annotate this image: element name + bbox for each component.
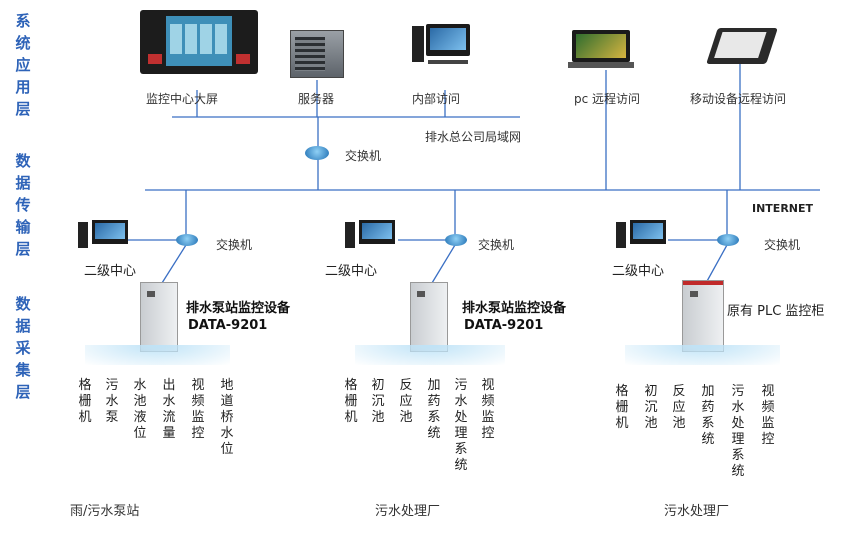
desktop-pc-icon: [410, 20, 474, 64]
station2-item: 视频监控: [481, 378, 495, 441]
station1-item: 水池液位: [133, 378, 147, 441]
station2-switch-label: 交换机: [478, 238, 515, 252]
station3-item: 视频监控: [761, 384, 775, 447]
station2-item: 初沉池: [371, 378, 385, 425]
lan-label: 排水总公司局域网: [425, 130, 522, 144]
station3-site-label: 污水处理厂: [664, 504, 730, 519]
station2-cabinet-icon: [410, 282, 448, 352]
main-switch-label: 交换机: [345, 149, 382, 163]
big-screen-icon: [140, 10, 258, 74]
station3-cabinet-icon: [682, 280, 724, 352]
station1-center-label: 二级中心: [84, 264, 137, 279]
station3-item: 污水处理系统: [731, 384, 745, 479]
station1-item: 地道桥水位: [220, 378, 234, 457]
station2-device-name: 排水泵站监控设备: [462, 301, 567, 316]
layer-label-app: 系统应用层: [15, 12, 31, 118]
station1-item: 视频监控: [191, 378, 205, 441]
station3-switch-icon: [717, 234, 739, 246]
station1-site-label: 雨/污水泵站: [70, 504, 140, 519]
station2-item: 反应池: [399, 378, 413, 425]
station2-center-label: 二级中心: [325, 264, 378, 279]
tablet-icon: [706, 28, 778, 64]
mobile-remote-label: 移动设备远程访问: [690, 92, 787, 106]
station1-switch-label: 交换机: [216, 238, 253, 252]
station3-center-label: 二级中心: [612, 264, 665, 279]
station3-item: 格栅机: [615, 384, 629, 431]
station2-item: 污水处理系统: [454, 378, 468, 473]
station3-device-name: 原有 PLC 监控柜: [727, 304, 825, 319]
station3-item: 加药系统: [701, 384, 715, 447]
internal-access-label: 内部访问: [412, 92, 461, 106]
server-label: 服务器: [298, 92, 335, 106]
station2-pc-icon: [345, 220, 397, 250]
station1-device-name: 排水泵站监控设备: [186, 301, 291, 316]
station1-item: 格栅机: [78, 378, 92, 425]
switch-icon: [305, 146, 329, 160]
station1-glow: [85, 345, 230, 365]
station1-item: 污水泵: [105, 378, 119, 425]
station1-item: 出水流量: [162, 378, 176, 441]
station1-cabinet-icon: [140, 282, 178, 352]
station2-switch-icon: [445, 234, 467, 246]
station1-device-model: DATA-9201: [188, 318, 268, 333]
station2-glow: [355, 345, 505, 365]
station3-pc-icon: [616, 220, 668, 250]
layer-label-collect: 数据采集层: [15, 295, 31, 401]
station3-item: 反应池: [672, 384, 686, 431]
station3-glow: [625, 345, 780, 365]
station3-item: 初沉池: [644, 384, 658, 431]
station1-switch-icon: [176, 234, 198, 246]
internet-label: INTERNET: [752, 202, 814, 215]
big-screen-label: 监控中心大屏: [146, 92, 219, 106]
station3-switch-label: 交换机: [764, 238, 801, 252]
station2-site-label: 污水处理厂: [375, 504, 441, 519]
station2-item: 加药系统: [427, 378, 441, 441]
station2-item: 格栅机: [344, 378, 358, 425]
station2-device-model: DATA-9201: [464, 318, 544, 333]
laptop-icon: [568, 30, 634, 70]
layer-label-transport: 数据传输层: [15, 152, 31, 258]
server-icon: [290, 30, 344, 78]
station1-pc-icon: [78, 220, 130, 250]
pc-remote-label: pc 远程访问: [574, 92, 641, 106]
